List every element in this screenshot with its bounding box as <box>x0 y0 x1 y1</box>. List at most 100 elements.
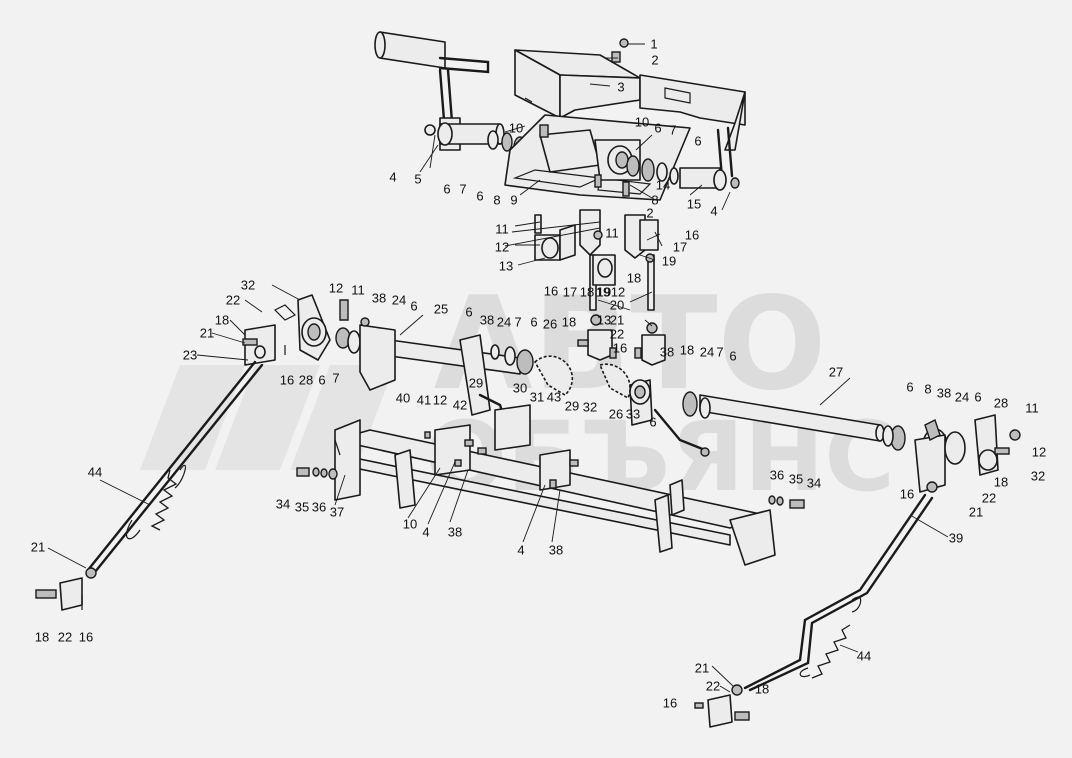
callout-10: 10 <box>635 115 649 130</box>
callout-6: 6 <box>729 349 736 364</box>
callout-22: 22 <box>982 491 996 506</box>
callout-38: 38 <box>937 386 951 401</box>
callout-18: 18 <box>562 315 576 330</box>
callout-33: 33 <box>626 407 640 422</box>
callout-38: 38 <box>549 543 563 558</box>
callout-16: 16 <box>544 284 558 299</box>
callout-26: 26 <box>543 317 557 332</box>
center-levers <box>459 334 710 457</box>
callout-11: 11 <box>605 226 619 241</box>
callout-38: 38 <box>448 525 462 540</box>
callout-labels: 1 2 3 4 5 6 7 6 8 9 10 10 6 7 6 14 8 2 1… <box>31 37 1046 711</box>
callout-32: 32 <box>583 400 597 415</box>
callout-9: 9 <box>510 193 517 208</box>
middle-connectors <box>534 209 666 366</box>
callout-39: 39 <box>949 531 963 546</box>
callout-16: 16 <box>663 696 677 711</box>
lower-clevis-left <box>577 314 617 361</box>
callout-18: 18 <box>994 475 1008 490</box>
callout-22: 22 <box>58 630 72 645</box>
callout-12: 12 <box>329 281 343 296</box>
callout-42: 42 <box>453 398 467 413</box>
callout-24: 24 <box>392 293 406 308</box>
callout-24: 24 <box>497 315 511 330</box>
callout-4: 4 <box>422 525 429 540</box>
callout-43: 43 <box>547 390 561 405</box>
callout-34: 34 <box>276 497 290 512</box>
callout-4: 4 <box>517 543 524 558</box>
callout-12: 12 <box>433 393 447 408</box>
callout-27: 27 <box>829 365 843 380</box>
callout-19: 19 <box>662 254 676 269</box>
left-middle-bracket <box>534 214 576 261</box>
callout-18: 18 <box>580 285 594 300</box>
watermark-stripes <box>140 365 395 470</box>
callout-22: 22 <box>706 679 720 694</box>
lower-clevis-right <box>634 322 666 366</box>
callout-15: 15 <box>687 197 701 212</box>
callout-18: 18 <box>215 313 229 328</box>
callout-6: 6 <box>654 121 661 136</box>
callout-19: 19 <box>597 285 611 300</box>
callout-38: 38 <box>660 345 674 360</box>
callout-35: 35 <box>295 500 309 515</box>
callout-1: 1 <box>650 37 657 52</box>
callout-32: 32 <box>241 278 255 293</box>
callout-8: 8 <box>651 193 658 208</box>
right-bolts <box>768 495 805 509</box>
callout-12: 12 <box>611 285 625 300</box>
callout-5: 5 <box>414 172 421 187</box>
callout-22: 22 <box>610 327 624 342</box>
callout-16: 16 <box>79 630 93 645</box>
callout-11: 11 <box>495 222 509 237</box>
callout-30: 30 <box>513 381 527 396</box>
callout-13: 13 <box>499 259 513 274</box>
left-arm-assembly <box>35 294 396 611</box>
callout-21: 21 <box>31 540 45 555</box>
callout-2: 2 <box>646 206 653 221</box>
callout-32: 32 <box>1031 469 1045 484</box>
callout-3: 3 <box>617 80 624 95</box>
callout-37: 37 <box>330 505 344 520</box>
callout-7: 7 <box>332 371 339 386</box>
callout-4: 4 <box>389 170 396 185</box>
callout-6: 6 <box>530 315 537 330</box>
cover-plate <box>514 49 641 119</box>
callout-6: 6 <box>694 134 701 149</box>
callout-18: 18 <box>680 343 694 358</box>
callout-2: 2 <box>651 53 658 68</box>
callout-16: 16 <box>613 341 627 356</box>
callout-25: 25 <box>434 302 448 317</box>
callout-11: 11 <box>1025 401 1039 416</box>
base-plate <box>504 38 740 201</box>
callout-6: 6 <box>318 373 325 388</box>
callout-21: 21 <box>695 661 709 676</box>
callout-40: 40 <box>396 391 410 406</box>
callout-7: 7 <box>514 315 521 330</box>
callout-31: 31 <box>530 390 544 405</box>
callout-18: 18 <box>35 630 49 645</box>
callout-18: 18 <box>755 682 769 697</box>
callout-6: 6 <box>465 305 472 320</box>
callout-35: 35 <box>789 472 803 487</box>
callout-29: 29 <box>469 376 483 391</box>
callout-21: 21 <box>200 326 214 341</box>
callout-6: 6 <box>410 299 417 314</box>
callout-6: 6 <box>906 380 913 395</box>
callout-29: 29 <box>565 399 579 414</box>
callout-28: 28 <box>299 373 313 388</box>
callout-44: 44 <box>857 649 871 664</box>
callout-38: 38 <box>480 313 494 328</box>
callout-6: 6 <box>476 189 483 204</box>
right-pedal-bar <box>639 74 746 180</box>
callout-6: 6 <box>443 182 450 197</box>
callout-22: 22 <box>226 293 240 308</box>
callout-41: 41 <box>417 393 431 408</box>
callout-21: 21 <box>610 313 624 328</box>
callout-7: 7 <box>669 123 676 138</box>
callout-36: 36 <box>312 500 326 515</box>
callout-16: 16 <box>685 228 699 243</box>
callout-13: 13 <box>597 313 611 328</box>
callout-8: 8 <box>493 193 500 208</box>
